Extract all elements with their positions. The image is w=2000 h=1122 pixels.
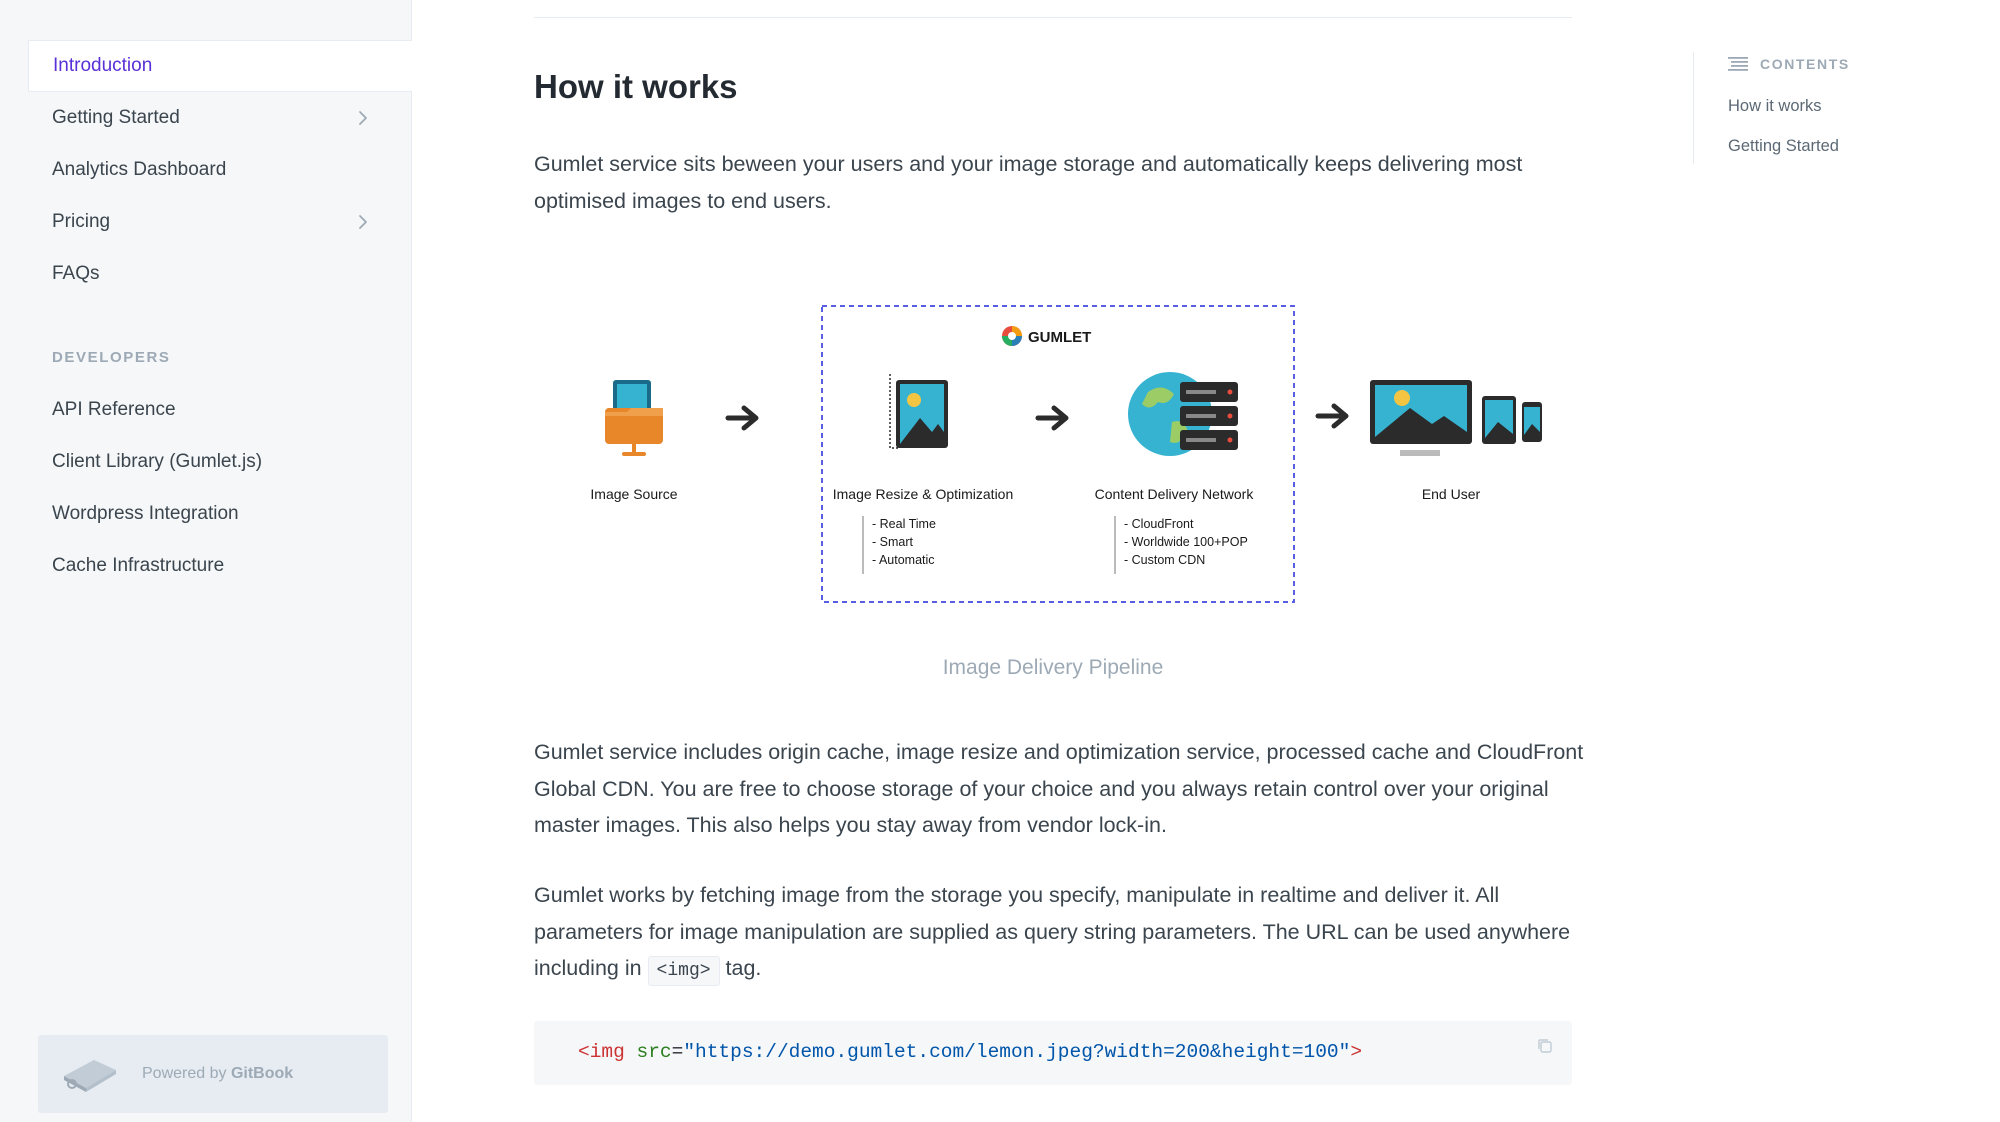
sidebar-item-label: Wordpress Integration — [52, 503, 239, 524]
cdn-label: Content Delivery Network — [1095, 486, 1255, 502]
diagram-caption: Image Delivery Pipeline — [942, 656, 1164, 679]
toc-header: CONTENTS — [1728, 56, 1850, 72]
image-source-icon — [605, 380, 663, 456]
powered-by-label: Powered by — [142, 1065, 231, 1082]
sidebar-item-label: API Reference — [52, 399, 176, 420]
sidebar-item-api-reference[interactable]: API Reference — [28, 384, 412, 436]
arrow-right-icon — [1035, 405, 1069, 431]
cdn-point: - CloudFront — [1124, 517, 1194, 531]
cdn-point: - Worldwide 100+POP — [1124, 535, 1248, 549]
sidebar-developers-nav: API Reference Client Library (Gumlet.js)… — [28, 384, 412, 592]
end-user-label: End User — [1422, 486, 1481, 502]
toc-title: CONTENTS — [1760, 56, 1850, 72]
image-source-label: Image Source — [590, 486, 677, 502]
image-delivery-pipeline-diagram: GUMLET Image Source Image Resize & Optim… — [590, 305, 1542, 603]
chevron-right-icon[interactable] — [354, 109, 372, 127]
code-tag-open: <img — [578, 1041, 625, 1063]
cdn-server-globe-icon — [1128, 372, 1238, 456]
sidebar-item-label: Cache Infrastructure — [52, 555, 225, 576]
code-attr: src — [636, 1041, 672, 1063]
powered-by-gitbook-link[interactable]: Powered by GitBook — [38, 1035, 388, 1113]
gumlet-logo-text: GUMLET — [1028, 329, 1091, 346]
list-icon — [1728, 57, 1748, 71]
copy-icon[interactable] — [1536, 1037, 1554, 1055]
inline-code: <img> — [647, 956, 720, 986]
sidebar-item-analytics-dashboard[interactable]: Analytics Dashboard — [28, 144, 412, 196]
gitbook-brand: GitBook — [230, 1065, 294, 1082]
resize-point: - Automatic — [872, 553, 935, 567]
code-block: <img src="https://demo.gumlet.com/lemon.… — [534, 1021, 1572, 1085]
sidebar-item-pricing[interactable]: Pricing — [28, 196, 412, 248]
sidebar: Introduction Getting Started Analytics D… — [0, 0, 412, 1122]
toc-link-getting-started[interactable]: Getting Started — [1728, 137, 1839, 155]
sidebar-item-introduction[interactable]: Introduction — [28, 40, 412, 92]
intro-paragraph: Gumlet service sits beween your users an… — [534, 152, 1523, 213]
resize-point: - Smart — [872, 535, 914, 549]
sidebar-item-faqs[interactable]: FAQs — [28, 248, 412, 300]
cdn-point: - Custom CDN — [1124, 553, 1205, 567]
end-user-devices-icon — [1370, 380, 1542, 456]
image-resize-label: Image Resize & Optimization — [833, 486, 1014, 502]
sidebar-item-getting-started[interactable]: Getting Started — [28, 92, 412, 144]
gitbook-logo-icon — [64, 1060, 116, 1092]
sidebar-item-label: Pricing — [52, 211, 111, 232]
fetch-paragraph-tail: tag. — [719, 956, 762, 980]
code-line: <img src="https://demo.gumlet.com/lemon.… — [578, 1041, 1362, 1063]
chevron-right-icon[interactable] — [354, 213, 372, 231]
sidebar-item-label: Getting Started — [52, 107, 180, 128]
top-divider — [534, 17, 1572, 18]
sidebar-item-label: Client Library (Gumlet.js) — [52, 451, 263, 472]
code-tag-close: > — [1350, 1041, 1363, 1063]
gumlet-boundary-box — [821, 305, 1295, 603]
sidebar-item-label: FAQs — [52, 263, 100, 284]
fetch-paragraph: Gumlet works by fetching image from the … — [534, 877, 1584, 990]
code-string: "https://demo.gumlet.com/lemon.jpeg?widt… — [683, 1041, 1351, 1063]
sidebar-item-label: Analytics Dashboard — [52, 159, 227, 180]
sidebar-item-cache-infrastructure[interactable]: Cache Infrastructure — [28, 540, 412, 592]
image-resize-icon — [889, 374, 948, 449]
sidebar-item-label: Introduction — [53, 55, 153, 76]
arrow-right-icon — [1315, 403, 1349, 429]
fetch-paragraph-text: Gumlet works by fetching image from the … — [534, 883, 1571, 980]
cache-paragraph: Gumlet service includes origin cache, im… — [534, 740, 1584, 837]
sidebar-item-wordpress-integration[interactable]: Wordpress Integration — [28, 488, 412, 540]
table-of-contents: CONTENTS How it works Getting Started — [1693, 52, 1893, 164]
sidebar-item-client-library[interactable]: Client Library (Gumlet.js) — [28, 436, 412, 488]
gumlet-logo: GUMLET — [1002, 326, 1091, 346]
sidebar-section-title: DEVELOPERS — [52, 349, 171, 366]
page-title: How it works — [534, 68, 738, 105]
toc-link-how-it-works[interactable]: How it works — [1728, 97, 1822, 115]
code-equals: = — [671, 1041, 684, 1063]
sidebar-nav: Introduction Getting Started Analytics D… — [28, 40, 412, 300]
resize-point: - Real Time — [872, 517, 936, 531]
arrow-right-icon — [725, 405, 759, 431]
